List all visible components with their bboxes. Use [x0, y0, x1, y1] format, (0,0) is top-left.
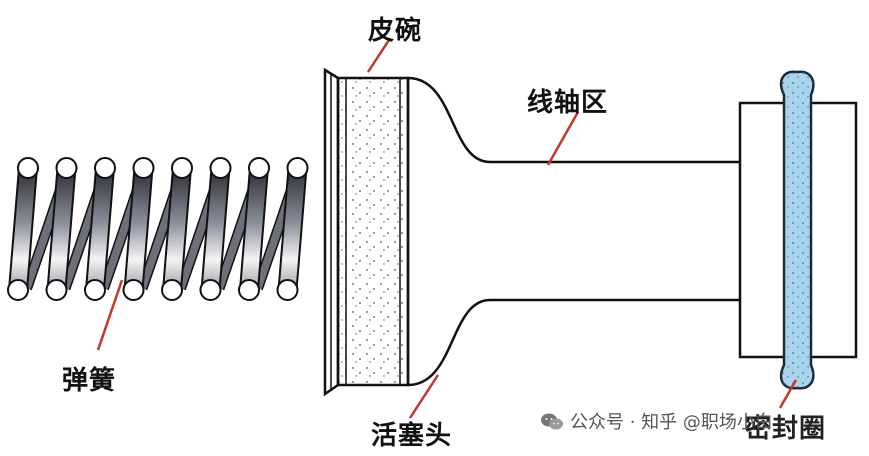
leader-cup: [366, 39, 391, 73]
spring-coil-bottom: [7, 279, 29, 301]
seal-ring: [779, 70, 815, 390]
label-piston-head: 活塞头: [371, 421, 453, 451]
piston-head-body: [336, 76, 410, 387]
spring-coil: [277, 167, 308, 291]
piston-shaft: [406, 76, 747, 387]
spring-coil-top: [248, 157, 270, 179]
spring: [7, 157, 309, 301]
leader-piston-head: [408, 374, 440, 419]
spring-coil-top: [171, 157, 193, 179]
spring-coil-bottom: [161, 279, 183, 301]
wechat-icon: [540, 412, 564, 437]
spring-coil-bottom: [199, 279, 222, 301]
spring-coil-bottom: [122, 279, 145, 301]
watermark-text: 公众号 · 知乎 @职场小白: [570, 412, 773, 433]
spring-coil-bottom: [45, 279, 68, 301]
leader-lines: [96, 39, 798, 419]
leader-seal: [778, 379, 798, 409]
spring-coil-top: [55, 157, 78, 179]
spring-coil-top: [17, 157, 39, 179]
spring-coil-bottom: [238, 279, 260, 301]
spring-coil-top: [132, 157, 155, 179]
spring-coil-top: [94, 157, 116, 179]
watermark: 公众号 · 知乎 @职场小白: [540, 408, 773, 437]
label-spring: 弹簧: [62, 366, 117, 396]
leader-spring: [96, 279, 124, 351]
label-shaft: 线轴区: [527, 88, 609, 118]
spring-coil-bottom: [276, 279, 299, 301]
label-seal-ring: 密封圈: [745, 414, 827, 444]
spring-coil-top: [286, 157, 309, 179]
spring-coil-bottom: [84, 279, 106, 301]
leader-shaft: [546, 111, 580, 166]
label-cup: 皮碗: [368, 16, 423, 46]
spring-coil-top: [209, 157, 232, 179]
